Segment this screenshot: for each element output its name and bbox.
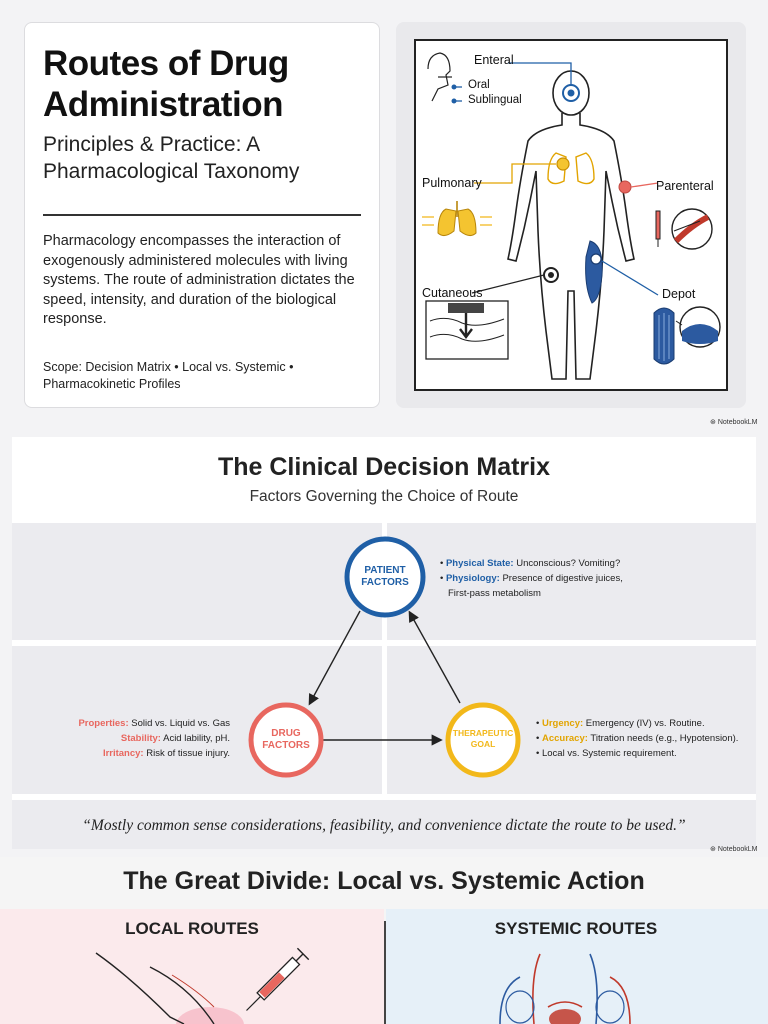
notebooklm-watermark: ⊛ NotebookLM: [710, 419, 758, 426]
label-parenteral: Parenteral: [656, 179, 714, 193]
slide-title: Routes of Drug Administration Principles…: [0, 0, 768, 430]
label-sublingual: Sublingual: [468, 94, 522, 106]
patient-factors-node: PATIENT FACTORS: [361, 565, 409, 588]
panel-bottom-right: [387, 646, 756, 794]
drug-factor-2: Stability: Acid lability, pH.: [120, 733, 230, 744]
divide-illustrations: [95, 947, 631, 1024]
slide-local-vs-systemic: The Great Divide: Local vs. Systemic Act…: [0, 857, 768, 1024]
drug-factors-list: Properties: Solid vs. Liquid vs. Gas Sta…: [72, 716, 230, 761]
patient-factor-3: First-pass metabolism: [448, 588, 541, 599]
local-routes-panel: [0, 909, 384, 1024]
scope-text: Scope: Decision Matrix • Local vs. Syste…: [43, 360, 294, 391]
goal-factor-2: • Accuracy: Titration needs (e.g., Hypot…: [536, 733, 739, 744]
page-title: Routes of Drug Administration: [43, 44, 289, 124]
label-enteral: Enteral: [474, 53, 514, 67]
notebooklm-watermark-2: ⊛ NotebookLM: [710, 846, 758, 853]
drug-factor-3: Irritancy: Risk of tissue injury.: [102, 748, 230, 759]
matrix-quote: “Mostly common sense considerations, fea…: [82, 817, 686, 834]
patient-factor-2: • Physiology: Presence of digestive juic…: [440, 573, 623, 584]
patient-factor-1: • Physical State: Unconscious? Vomiting?: [440, 558, 621, 569]
slide-decision-matrix: The Clinical Decision Matrix Factors Gov…: [12, 437, 756, 849]
label-cutaneous: Cutaneous: [422, 286, 483, 300]
drug-factors-node: DRUG FACTORS: [262, 728, 310, 751]
diagram-card: Enteral Oral Sublingual Pulmonary Parent…: [396, 22, 746, 408]
local-routes-heading: LOCAL ROUTES: [125, 919, 259, 938]
quote-band: [12, 800, 756, 849]
title-divider: [43, 214, 361, 216]
body-diagram: Enteral Oral Sublingual Pulmonary Parent…: [414, 39, 728, 391]
panel-bottom-left: [12, 646, 382, 794]
decision-triangle: [248, 536, 521, 778]
drug-factor-1: Properties: Solid vs. Liquid vs. Gas: [78, 718, 230, 729]
panel-top-left: [12, 523, 382, 640]
title-card: Routes of Drug Administration Principles…: [24, 22, 380, 408]
human-body-illustration: [422, 52, 721, 380]
matrix-subtitle: Factors Governing the Choice of Route: [249, 488, 519, 505]
goal-factors-list: • Urgency: Emergency (IV) vs. Routine. •…: [536, 716, 738, 761]
therapeutic-goal-node: THERAPEUTIC GOAL: [452, 728, 514, 749]
panel-top-right: [387, 523, 756, 640]
label-pulmonary: Pulmonary: [422, 176, 482, 190]
page-subtitle: Principles & Practice: A Pharmacological…: [43, 133, 300, 183]
center-divider: [384, 921, 386, 1024]
intro-paragraph: Pharmacology encompasses the interaction…: [43, 233, 355, 327]
label-depot: Depot: [662, 287, 696, 301]
matrix-title: The Clinical Decision Matrix: [217, 453, 551, 481]
watermark-text-2: NotebookLM: [717, 846, 758, 853]
goal-factor-3: • Local vs. Systemic requirement.: [536, 748, 677, 759]
patient-factors-list: • Physical State: Unconscious? Vomiting?…: [440, 556, 623, 601]
goal-factor-1: • Urgency: Emergency (IV) vs. Routine.: [536, 718, 705, 729]
watermark-text: NotebookLM: [717, 419, 758, 426]
label-oral: Oral: [468, 79, 490, 91]
systemic-routes-heading: SYSTEMIC ROUTES: [494, 919, 658, 938]
divide-title: The Great Divide: Local vs. Systemic Act…: [123, 867, 645, 895]
